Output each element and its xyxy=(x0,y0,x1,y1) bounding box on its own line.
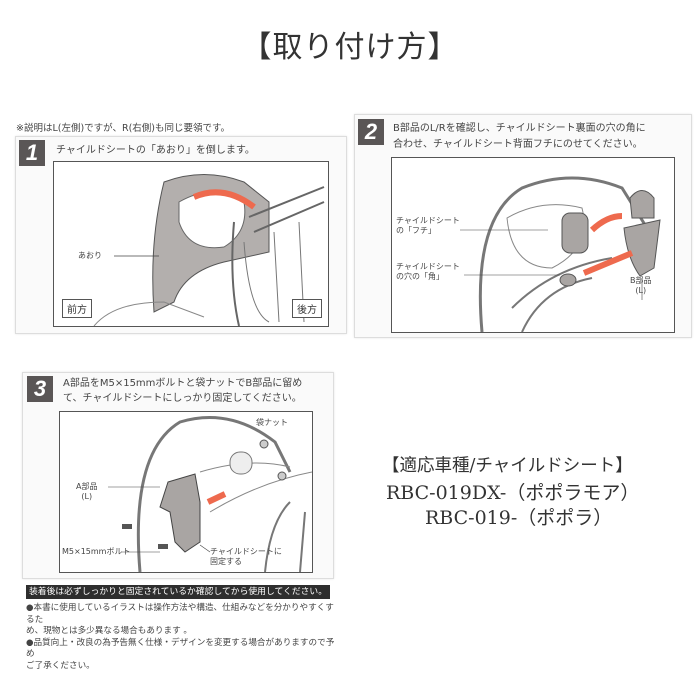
label-part-a-line-1: A部品 xyxy=(76,482,98,491)
page-title: 【取り付け方】 xyxy=(241,30,459,65)
label-fix: チャイルドシートに 固定する xyxy=(210,547,282,567)
compatibility-heading: 【適応車種/チャイルドシート】 xyxy=(382,456,633,476)
step-instruction: チャイルドシートの「あおり」を倒します。 xyxy=(56,145,255,156)
step-instruction-line-2: て、チャイルドシートにしっかり固定してください。 xyxy=(63,393,302,404)
label-kado-line-1: チャイルドシート xyxy=(396,262,460,271)
note-line: ●品質向上・改良の為予告無く仕様・デザインを変更する場合がありますので予め xyxy=(26,637,335,660)
label-part-a-line-2: (L) xyxy=(81,492,93,501)
label-fix-line-2: 固定する xyxy=(210,557,242,566)
arrow-icon xyxy=(192,189,256,210)
step-number-badge: 2 xyxy=(358,119,384,145)
label-kado-line-2: の穴の「角」 xyxy=(396,272,444,281)
label-fuchi-line-1: チャイルドシート xyxy=(396,216,460,225)
step-3-panel: 3 A部品をM5×15mmボルトと袋ナットでB部品に留め て、チャイルドシートに… xyxy=(22,372,334,579)
note-left-right: ※説明はL(左側)ですが、R(右側)も同じ要領です。 xyxy=(16,123,231,134)
part-b xyxy=(629,190,655,219)
label-fuchi-line-2: の「フチ」 xyxy=(396,226,436,235)
assembly-illustration xyxy=(108,416,312,572)
note-line: め、現物とは多少異なる場合もあります 。 xyxy=(26,626,193,636)
nut-icon xyxy=(259,439,269,449)
safety-warning-bar: 装着後は必ずしっかりと固定されているか確認してから使用してください。 xyxy=(26,585,330,599)
label-aori: あおり xyxy=(78,251,102,260)
bolt-icon xyxy=(158,544,168,549)
label-bolt: M5×15mmボルト xyxy=(62,547,131,556)
step-2-panel: 2 B部品のL/Rを確認し、チャイルドシート裏面の穴の角に 合わせ、チャイルドシ… xyxy=(354,114,692,338)
label-fuchi: チャイルドシート の「フチ」 xyxy=(396,216,460,236)
step-2-illustration: チャイルドシート の「フチ」 チャイルドシート の穴の「角」 B部品 (L) xyxy=(391,157,675,333)
label-rear: 後方 xyxy=(292,299,322,318)
label-fix-line-1: チャイルドシートに xyxy=(210,547,282,556)
step-3-illustration: 袋ナット A部品 (L) M5×15mmボルト チャイルドシートに 固定する xyxy=(59,411,313,573)
step-number-badge: 1 xyxy=(19,140,45,166)
bolt-icon xyxy=(122,524,132,529)
label-front: 前方 xyxy=(62,299,92,318)
compatible-model-1: RBC-019DX-（ポポラモア） xyxy=(386,482,640,504)
label-part-b-line-2: (L) xyxy=(635,286,647,295)
label-part-b-line-1: B部品 xyxy=(630,276,652,285)
step-number-badge: 3 xyxy=(27,376,53,402)
note-line: ●本書に使用しているイラストは操作方法や構造、仕組みなどを分かりやすくするた xyxy=(26,603,334,625)
label-nut: 袋ナット xyxy=(256,418,288,427)
arrow-icon xyxy=(589,213,623,233)
arrow-icon xyxy=(206,491,227,505)
step-instruction-line-1: B部品のL/Rを確認し、チャイルドシート裏面の穴の角に xyxy=(393,123,646,134)
part-b-on-seat xyxy=(561,212,589,254)
note-line: ご了承ください。 xyxy=(26,660,95,671)
step-1-illustration: あおり 前方 後方 xyxy=(53,161,329,327)
child-seat-illustration xyxy=(93,174,325,326)
compatible-model-2: RBC-019-（ポポラ） xyxy=(425,507,613,529)
disclaimer-notes: ●本書に使用しているイラストは操作方法や構造、仕組みなどを分かりやすくするた め… xyxy=(26,603,336,672)
step-instruction-line-1: A部品をM5×15mmボルトと袋ナットでB部品に留め xyxy=(63,378,303,389)
nut-icon xyxy=(277,471,287,481)
label-part-a: A部品 (L) xyxy=(76,482,97,502)
part-a xyxy=(159,473,201,553)
label-kado: チャイルドシート の穴の「角」 xyxy=(396,262,460,282)
step-instruction-line-2: 合わせ、チャイルドシート背面フチにのせてください。 xyxy=(393,139,643,150)
step-1-panel: 1 チャイルドシートの「あおり」を倒します。 あおり 前方 後方 xyxy=(15,136,347,334)
arrow-icon xyxy=(582,250,634,276)
label-part-b: B部品 (L) xyxy=(630,276,652,296)
parts-illustration xyxy=(460,176,661,332)
